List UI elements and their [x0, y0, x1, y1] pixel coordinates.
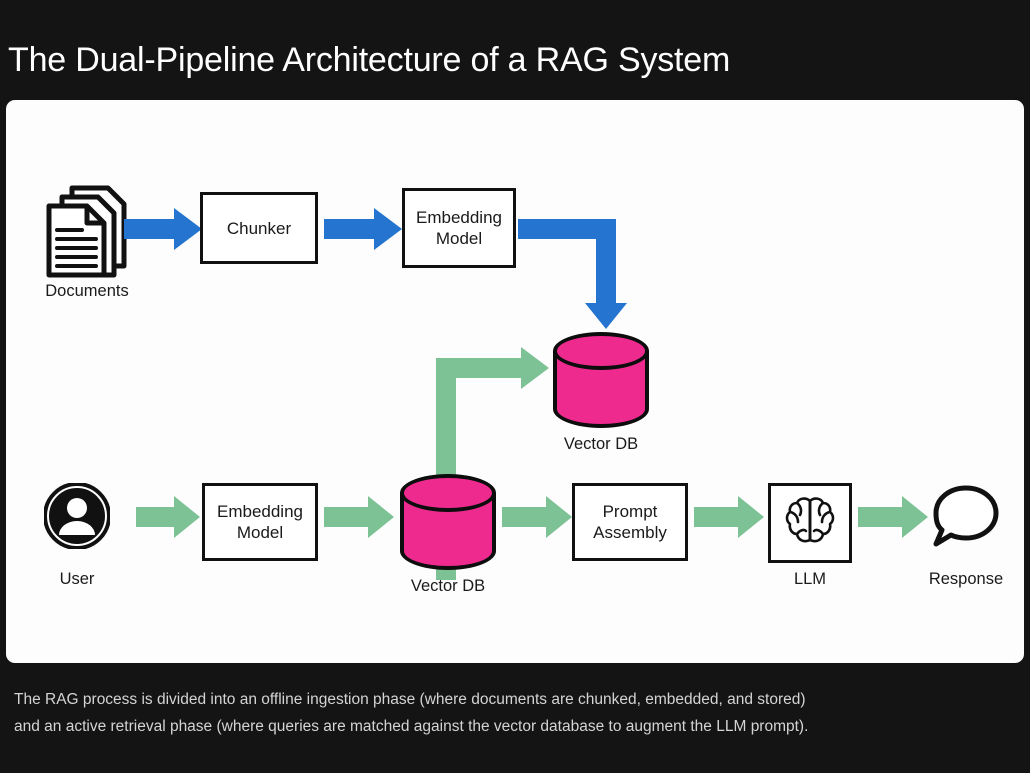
chunker-label: Chunker	[226, 218, 292, 238]
response-label: Response	[928, 570, 1004, 588]
prompt-assembly-label-line2: Assembly	[593, 523, 667, 542]
person-avatar-icon	[43, 482, 111, 550]
embedding-model-2-label-line1: Embedding	[216, 502, 303, 521]
node-vector-db-bottom[interactable]	[400, 474, 496, 572]
arrow-chunker-to-embedding	[324, 208, 402, 250]
node-chunker[interactable]: Chunker	[200, 192, 318, 264]
node-prompt-assembly[interactable]: Prompt Assembly	[572, 483, 688, 561]
stacked-pages-icon	[36, 178, 136, 283]
slide-caption: The RAG process is divided into an offli…	[14, 686, 1020, 740]
caption-line-2: and an active retrieval phase (where que…	[14, 718, 809, 735]
node-llm[interactable]	[768, 483, 852, 563]
embedding-model-label-line2: Model	[435, 229, 483, 248]
embedding-model-label-line1: Embedding	[415, 208, 502, 227]
user-label: User	[59, 570, 95, 588]
diagram-canvas: Documents Chunker Embedding Model Vector…	[6, 100, 1024, 663]
vector-db-bottom-label: Vector DB	[410, 577, 486, 595]
speech-bubble-icon	[926, 480, 1004, 556]
documents-label: Documents	[45, 282, 129, 300]
caption-line-1: The RAG process is divided into an offli…	[14, 691, 806, 708]
llm-label: LLM	[793, 570, 827, 588]
arrow-documents-to-chunker	[124, 208, 202, 250]
page-title: The Dual-Pipeline Architecture of a RAG …	[8, 41, 731, 79]
node-embedding-model-retrieval[interactable]: Embedding Model	[202, 483, 318, 561]
arrow-prompt-assembly-to-llm	[694, 496, 766, 538]
node-embedding-model-ingestion[interactable]: Embedding Model	[402, 188, 516, 268]
node-vector-db-top[interactable]	[553, 332, 649, 430]
arrow-vectordb-to-prompt-assembly	[502, 496, 574, 538]
arrow-llm-to-response	[858, 496, 930, 538]
vector-db-top-label: Vector DB	[563, 435, 639, 453]
prompt-assembly-label-line1: Prompt	[602, 502, 658, 521]
arrow-embedding-to-vectordb-top	[518, 208, 648, 329]
arrow-user-to-embedding	[136, 496, 202, 538]
arrow-embedding-to-vectordb-bottom	[324, 496, 396, 538]
embedding-model-2-label-line2: Model	[236, 523, 284, 542]
brain-icon	[783, 493, 837, 554]
